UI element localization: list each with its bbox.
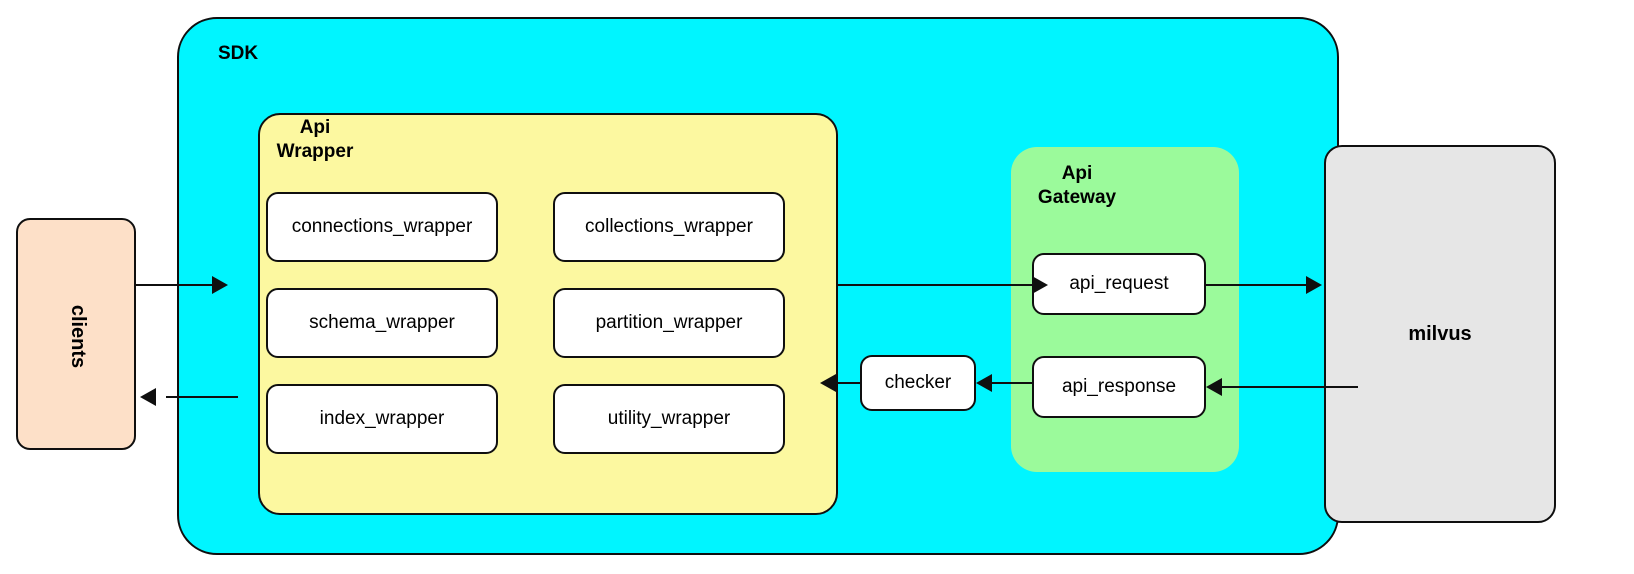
sdk-container-label: SDK [218, 43, 259, 64]
node-collections-wrapper[interactable]: collections_wrapper [553, 192, 785, 262]
node-schema-wrapper[interactable]: schema_wrapper [266, 288, 498, 358]
edge-request-to-milvus-arrow [1306, 276, 1322, 294]
edge-sdk-to-clients-arrow [140, 388, 156, 406]
clients-text: clients [67, 304, 90, 368]
api-gateway-container-label: Api Gateway [1037, 163, 1117, 208]
api-wrapper-container-label: Api Wrapper [276, 117, 354, 162]
node-connections-wrapper[interactable]: connections_wrapper [266, 192, 498, 262]
edge-clients-to-sdk-arrow [212, 276, 228, 294]
edge-wrapper-to-gateway-arrow [1032, 276, 1048, 294]
node-index-wrapper[interactable]: index_wrapper [266, 384, 498, 454]
node-clients[interactable]: clients [16, 218, 136, 450]
edge-sdk-to-clients-line [166, 396, 238, 398]
edge-response-to-checker-arrow [976, 374, 992, 392]
edge-wrapper-to-gateway-line [836, 284, 1036, 286]
edge-request-to-milvus-line [1206, 284, 1314, 286]
node-api-response[interactable]: api_response [1032, 356, 1206, 418]
node-utility-wrapper[interactable]: utility_wrapper [553, 384, 785, 454]
node-partition-wrapper[interactable]: partition_wrapper [553, 288, 785, 358]
edge-milvus-to-response-arrow [1206, 378, 1222, 396]
node-api-request[interactable]: api_request [1032, 253, 1206, 315]
edge-checker-to-wrapper-line [836, 382, 862, 384]
node-milvus[interactable]: milvus [1324, 145, 1556, 523]
node-clients-label: clients [18, 220, 138, 452]
edge-milvus-to-response-line [1222, 386, 1358, 388]
edge-checker-to-wrapper-arrow [820, 374, 836, 392]
edge-clients-to-sdk-line [136, 284, 214, 286]
edge-response-to-checker-line [992, 382, 1034, 384]
node-checker[interactable]: checker [860, 355, 976, 411]
